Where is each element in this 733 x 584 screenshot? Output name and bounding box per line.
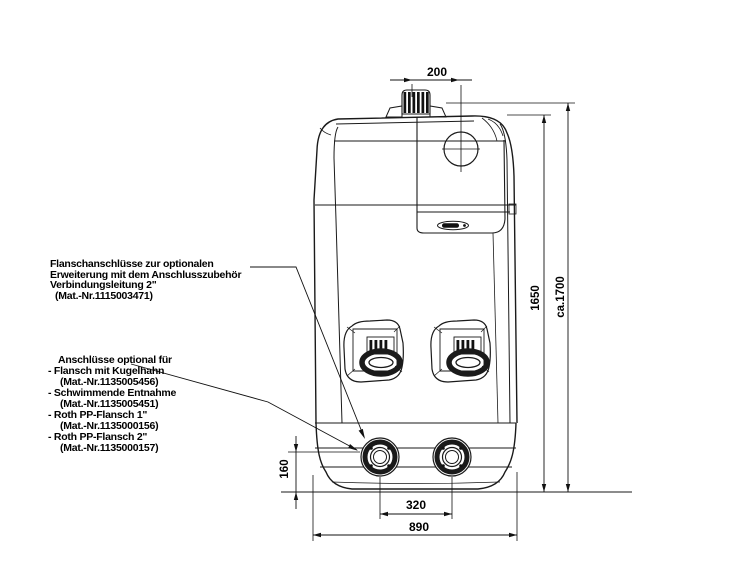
leader-options-note (130, 363, 358, 451)
roth-badge (437, 220, 469, 231)
bottom-flange-right (433, 438, 471, 476)
options-note-line: (Mat.-Nr.1135000157) (60, 442, 159, 454)
flange-note: Flanschanschlüsse zur optionalen Erweite… (50, 258, 242, 302)
bottom-flange-left (361, 438, 399, 476)
dimension-890: 890 (312, 472, 518, 541)
flange-pocket-left (344, 320, 403, 382)
flange-note-line: (Mat.-Nr.1115003471) (55, 289, 153, 302)
flange-note-line: Flanschanschlüsse zur optionalen (50, 258, 214, 270)
dim-1650-label: 1650 (530, 285, 542, 311)
dim-890-label: 890 (409, 520, 429, 534)
leader-flange-note (250, 266, 365, 439)
dimension-160: 160 (279, 436, 360, 509)
flange-pocket-right (431, 320, 490, 382)
dimension-320: 320 (379, 477, 453, 519)
dimension-ca-1700: ca.1700 (446, 102, 575, 492)
flange-note-line: Verbindungsleitung 2" (50, 279, 157, 292)
dim-320-label: 320 (406, 498, 426, 512)
dimension-200: 200 (390, 65, 472, 97)
dim-160-label: 160 (279, 459, 291, 478)
flange-note-line: Erweiterung mit dem Anschlusszubehör (50, 268, 242, 281)
options-note-line: Anschlüsse optional für (58, 354, 172, 366)
dim-1700-label: ca.1700 (555, 276, 567, 318)
tank-body-outline (313, 115, 518, 490)
options-note: Anschlüsse optional für - Flansch mit Ku… (48, 355, 176, 454)
options-note-line: (Mat.-Nr.1135000156) (60, 420, 159, 432)
screw-cap (385, 89, 447, 118)
inspection-opening (442, 85, 480, 172)
options-note-line: (Mat.-Nr.1135005456) (60, 376, 159, 388)
options-note-line: - Roth PP-Flansch 1" (48, 409, 148, 421)
top-panel (416, 85, 506, 234)
options-note-line: - Schwimmende Entnahme (48, 387, 177, 399)
options-note-line: (Mat.-Nr.1135005451) (60, 398, 159, 410)
dim-200-label: 200 (427, 65, 447, 79)
dimension-1650: 1650 (507, 114, 551, 492)
options-note-line: - Roth PP-Flansch 2" (48, 431, 148, 443)
options-note-line: - Flansch mit Kugelhahn (48, 365, 165, 377)
